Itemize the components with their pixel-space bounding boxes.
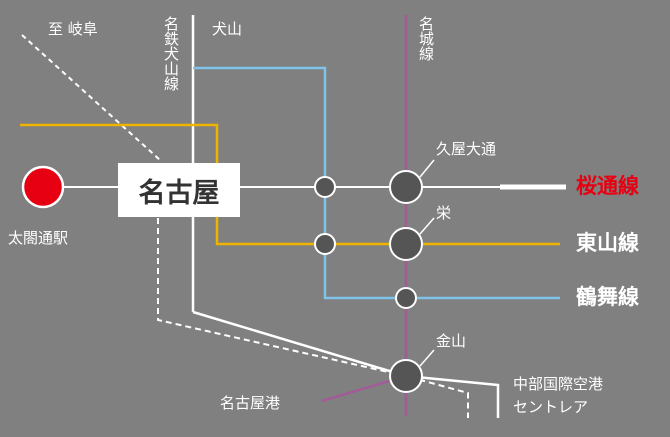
- inuyama-direction-label: 犬山: [212, 20, 243, 38]
- gifu-direction-label: 至 岐阜: [48, 20, 98, 38]
- tsurumai-line: [193, 66, 560, 300]
- taiko-dori-station-icon: [21, 165, 65, 209]
- kamimaezu-station-dot: [395, 287, 417, 309]
- fushimi-station-dot: [314, 233, 336, 255]
- sakae-station-label: 栄: [436, 204, 452, 222]
- tsurumai-line-label: 鶴舞線: [576, 285, 639, 309]
- sakae-station-dot: [389, 227, 423, 261]
- kanayama-station-label: 金山: [436, 332, 467, 350]
- nagoyako-label: 名古屋港: [220, 394, 281, 412]
- higashiyama-line-label: 東山線: [576, 231, 639, 255]
- gifu-direction-line: [21, 34, 161, 161]
- nagoya-station-box: 名古屋: [118, 163, 240, 217]
- centrair-label-line2: セントレア: [513, 398, 589, 416]
- hisaya-odori-leader: [419, 159, 435, 178]
- meitetsu-centrair-line: [192, 310, 500, 418]
- taiko-dori-station-label: 太閤通駅: [8, 229, 69, 247]
- sakura-dori-line-label: 桜通線: [576, 174, 639, 198]
- fushimi-sakura-station-dot: [314, 176, 336, 198]
- meitetsu-inuyama-line-label: 名鉄犬山線: [162, 16, 180, 91]
- kanayama-leader: [419, 349, 435, 367]
- hisaya-odori-station-dot: [389, 170, 423, 204]
- kanayama-station-dot: [389, 359, 423, 393]
- meijo-line-label: 名城線: [417, 16, 435, 61]
- hisaya-odori-station-label: 久屋大通: [436, 140, 497, 158]
- centrair-label-line1: 中部国際空港: [513, 375, 604, 393]
- sakae-leader: [419, 217, 435, 235]
